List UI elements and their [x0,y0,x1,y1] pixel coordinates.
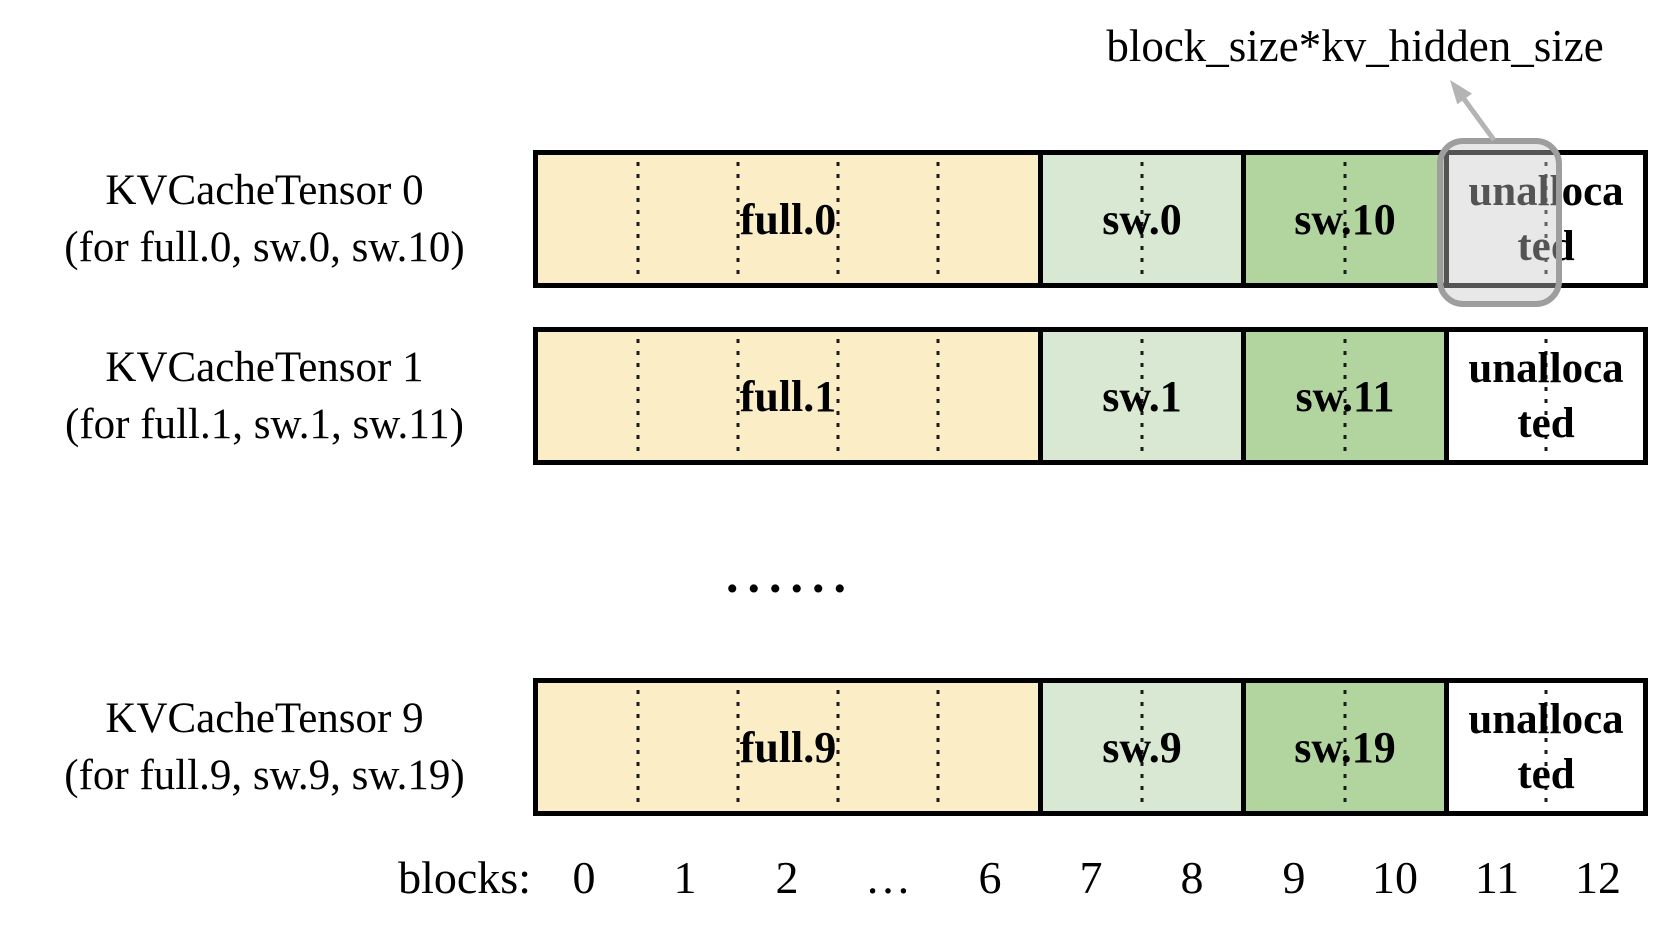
block-divider [1140,162,1144,276]
tensor-title: KVCacheTensor 9 [105,695,424,742]
segment-full: full.0 [538,155,1043,283]
block-divider [1140,339,1144,453]
arrow-head [1450,80,1472,105]
segment-full: full.1 [538,332,1043,460]
segment-label: sw.1 [1102,371,1182,421]
block-tick: 9 [1282,852,1306,903]
tensor-row-label-1: KVCacheTensor 1 (for full.1, sw.1, sw.11… [12,339,517,453]
tensor-bar-0: full.0 sw.0 sw.10 unalloca ted [533,150,1648,288]
block-tick: 11 [1474,852,1520,903]
tensor-row-label-0: KVCacheTensor 0 (for full.0, sw.0, sw.10… [12,162,517,276]
block-divider [736,690,740,804]
block-divider [636,162,640,276]
block-divider [636,339,640,453]
segment-unallocated: unalloca ted [1449,155,1643,283]
block-tick: … [865,852,911,903]
block-tick: 8 [1180,852,1204,903]
segment-label: sw.11 [1295,371,1395,421]
tensor-subtitle: (for full.0, sw.0, sw.10) [64,224,465,271]
segment-sw: sw.0 [1043,155,1246,283]
segment-sw: sw.1 [1043,332,1246,460]
block-tick: 7 [1079,852,1103,903]
segment-label: full.9 [739,722,837,772]
segment-sw2: sw.11 [1246,332,1449,460]
tensor-bar-1: full.1 sw.1 sw.11 unalloca ted [533,327,1648,465]
segment-sw2: sw.19 [1246,683,1449,811]
segment-label: full.0 [739,194,837,244]
block-tick: 2 [775,852,799,903]
block-divider [636,690,640,804]
blocks-axis-label: blocks: [398,852,531,903]
block-tick: 1 [673,852,697,903]
block-size-annotation: block_size*kv_hidden_size [1106,21,1604,71]
block-highlight [1437,138,1562,307]
block-tick: 10 [1372,852,1418,903]
tensor-title: KVCacheTensor 1 [105,344,424,391]
segment-label: sw.9 [1102,722,1182,772]
annotation-arrow-icon [1450,80,1497,142]
block-tick: 6 [978,852,1002,903]
block-divider [1544,339,1548,453]
segment-unallocated: unalloca ted [1449,683,1643,811]
block-tick: 12 [1575,852,1621,903]
block-divider [1544,690,1548,804]
tensor-row-label-9: KVCacheTensor 9 (for full.9, sw.9, sw.19… [12,690,517,804]
segment-label: unalloca ted [1468,696,1624,798]
tensor-title: KVCacheTensor 0 [105,167,424,214]
segment-label: unalloca ted [1468,345,1624,447]
tensor-bar-9: full.9 sw.9 sw.19 unalloca ted [533,678,1648,816]
segment-label: unalloca ted [1468,168,1624,270]
arrow-shaft [1461,97,1497,142]
block-divider [836,690,840,804]
block-divider [736,339,740,453]
block-divider [836,339,840,453]
tensor-subtitle: (for full.1, sw.1, sw.11) [65,401,464,448]
block-tick: 0 [572,852,596,903]
block-divider [1343,162,1347,276]
tensor-subtitle: (for full.9, sw.9, sw.19) [64,752,465,799]
segment-sw2: sw.10 [1246,155,1449,283]
rows-ellipsis: ...... [726,547,855,603]
block-divider [1343,339,1347,453]
block-divider [1140,690,1144,804]
segment-full: full.9 [538,683,1043,811]
block-divider [936,162,940,276]
block-divider [836,162,840,276]
block-divider [1343,690,1347,804]
block-divider [936,339,940,453]
segment-label: sw.19 [1294,722,1396,772]
block-divider [936,690,940,804]
segment-sw: sw.9 [1043,683,1246,811]
segment-label: full.1 [739,371,837,421]
segment-label: sw.0 [1102,194,1182,244]
segment-unallocated: unalloca ted [1449,332,1643,460]
segment-label: sw.10 [1294,194,1396,244]
block-divider [1544,162,1548,276]
block-divider [736,162,740,276]
